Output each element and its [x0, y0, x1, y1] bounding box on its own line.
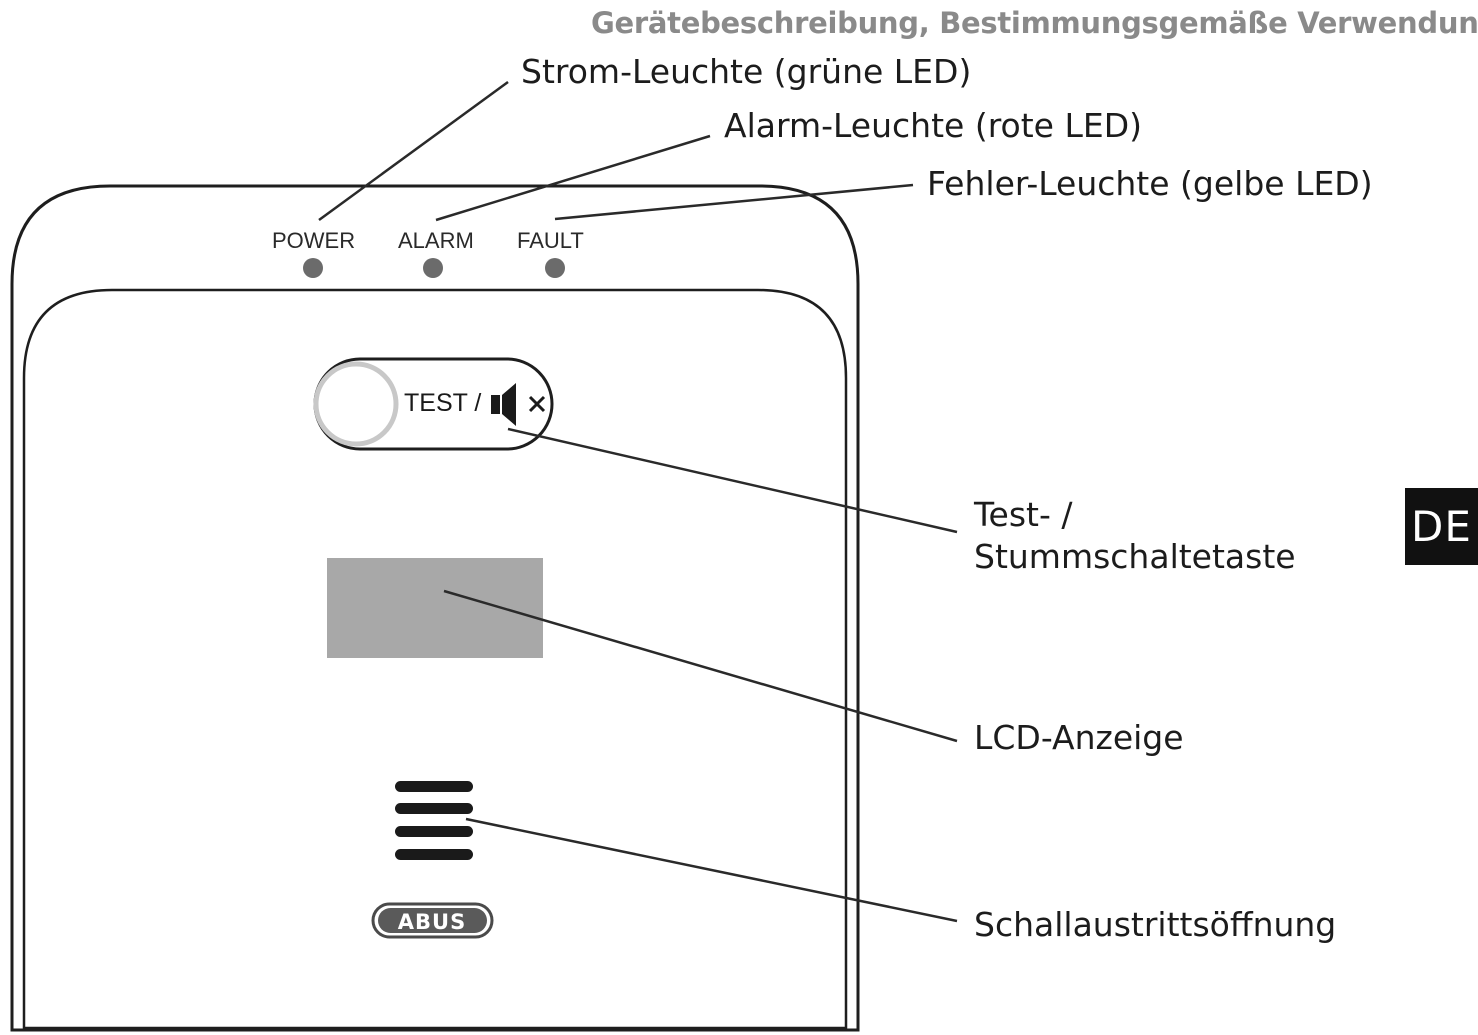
speaker-mute-icon [491, 383, 546, 426]
fault-led-label: FAULT [517, 228, 584, 253]
sound-outlet-slots [395, 781, 473, 860]
callout-sound-outlet: Schallaustrittsöffnung [974, 905, 1337, 944]
callout-lcd: LCD-Anzeige [974, 718, 1184, 757]
callout-alarm-led: Alarm-Leuchte (rote LED) [724, 106, 1142, 145]
power-led [303, 258, 323, 278]
callout-power-led: Strom-Leuchte (grüne LED) [521, 52, 972, 91]
section-title: Gerätebeschreibung, Bestimmungsgemäße Ve… [591, 6, 1478, 40]
leader-line-sound-outlet [465, 817, 958, 923]
alarm-led [423, 258, 443, 278]
lcd-display [327, 558, 543, 658]
leader-line-lcd [443, 589, 958, 743]
callout-fault-led: Fehler-Leuchte (gelbe LED) [927, 164, 1373, 203]
power-led-label: POWER [272, 228, 356, 253]
test-button-label: TEST / [404, 389, 482, 417]
callout-test-button-line2: Stummschaltetaste [974, 537, 1296, 576]
leader-line-power [318, 80, 509, 222]
test-button-knob [313, 361, 399, 447]
abus-logo: ABUS [371, 902, 494, 939]
alarm-led-label: ALARM [398, 228, 474, 253]
leader-line-fault [554, 183, 914, 221]
device-front-panel [22, 288, 848, 1030]
language-tab-de: DE [1405, 488, 1478, 565]
leader-line-alarm [435, 134, 711, 222]
fault-led [545, 258, 565, 278]
abus-logo-text: ABUS [398, 910, 466, 934]
callout-test-button-line1: Test- / [974, 495, 1073, 534]
leader-line-test-button [507, 427, 958, 534]
